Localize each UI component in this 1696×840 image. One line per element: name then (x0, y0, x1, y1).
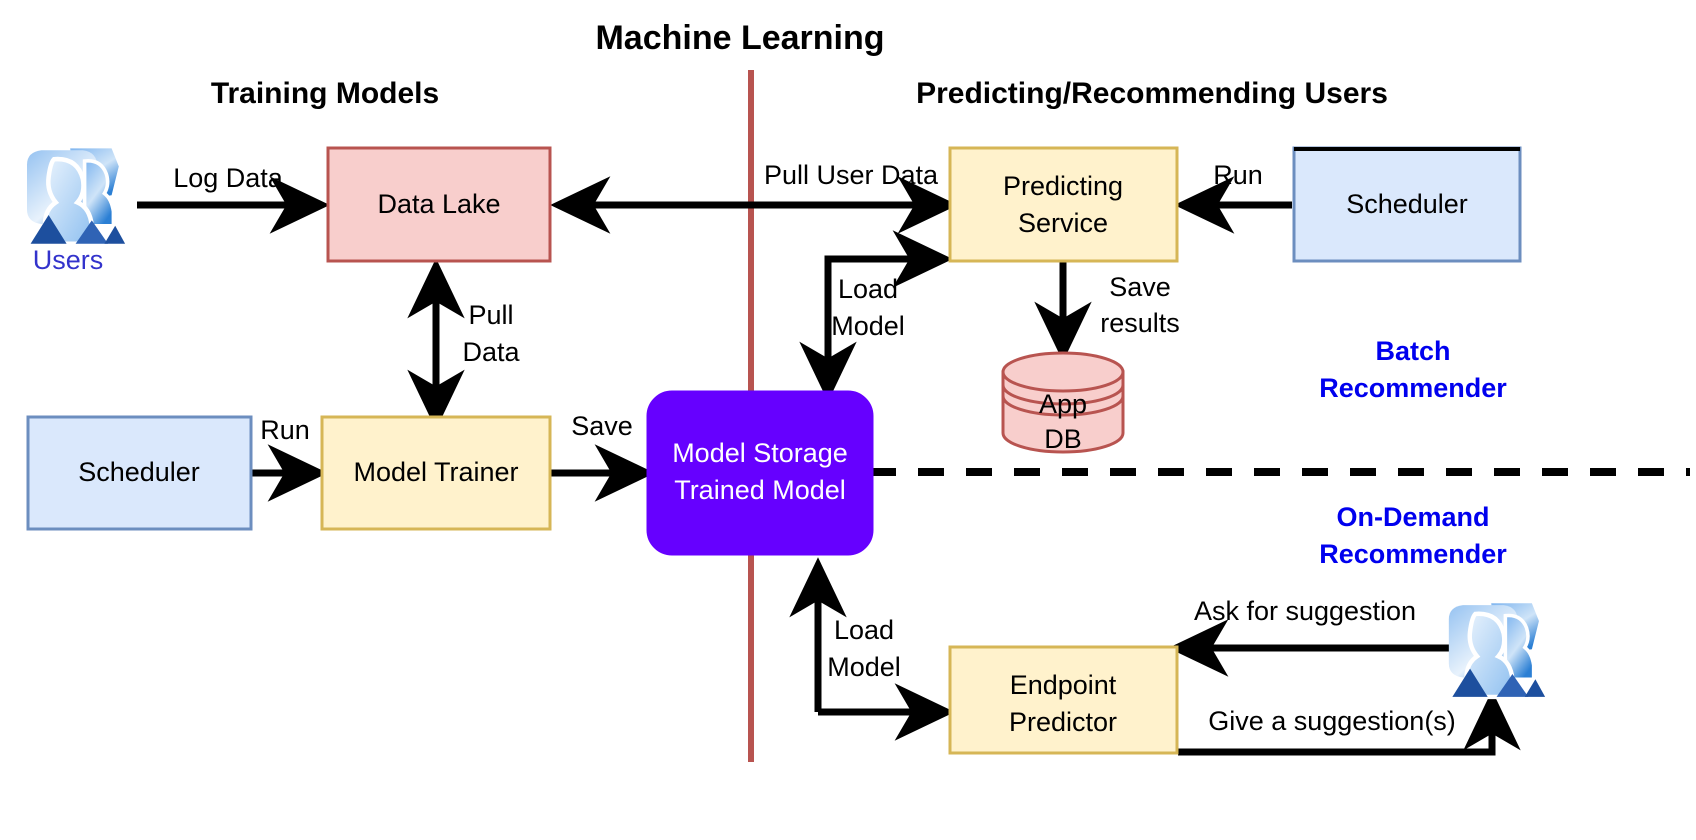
edge-label-ask-for-suggestion: Ask for suggestion (1194, 596, 1416, 626)
edge-label-load-model-top-l2: Model (831, 311, 905, 341)
node-data-lake-label: Data Lake (377, 189, 500, 219)
edge-label-save: Save (571, 411, 633, 441)
note-ondemand-recommender-l2: Recommender (1319, 539, 1507, 569)
node-predicting-service-line2: Service (1018, 208, 1108, 238)
node-scheduler-right[interactable]: Scheduler (1292, 146, 1522, 263)
section-title-training: Training Models (211, 77, 439, 110)
users-icon (27, 148, 125, 243)
note-batch-recommender-l2: Recommender (1319, 373, 1507, 403)
edge-label-log-data: Log Data (173, 163, 284, 193)
node-predicting-service-line1: Predicting (1003, 171, 1123, 201)
note-ondemand-recommender-l1: On-Demand (1336, 502, 1489, 532)
note-batch-recommender-l1: Batch (1375, 336, 1450, 366)
node-app-db-line2: DB (1044, 424, 1082, 454)
users-icon (1449, 603, 1545, 697)
node-scheduler-left[interactable]: Scheduler (26, 415, 253, 531)
edge-label-pull-data-l1: Pull (468, 300, 513, 330)
edge-label-give-suggestion: Give a suggestion(s) (1208, 706, 1456, 736)
node-endpoint-predictor[interactable]: Endpoint Predictor (948, 645, 1179, 755)
edge-label-load-model-bottom-l2: Model (827, 652, 901, 682)
node-predicting-service[interactable]: Predicting Service (948, 146, 1179, 263)
node-model-storage-line1: Model Storage (672, 438, 848, 468)
edge-label-pull-user-data: Pull User Data (764, 160, 939, 190)
section-title-predicting: Predicting/Recommending Users (916, 77, 1388, 110)
page-title: Machine Learning (595, 19, 884, 57)
node-app-db[interactable]: App DB (1001, 351, 1125, 454)
edge-label-load-model-bottom-l1: Load (834, 615, 894, 645)
node-model-trainer[interactable]: Model Trainer (320, 415, 552, 531)
node-scheduler-right-label: Scheduler (1346, 189, 1468, 219)
edge-label-load-model-top-l1: Load (838, 274, 898, 304)
node-model-storage[interactable]: Model Storage Trained Model (646, 390, 874, 556)
edge-give-suggestion (1178, 690, 1521, 756)
node-app-db-line1: App (1039, 389, 1087, 419)
node-scheduler-left-label: Scheduler (78, 457, 200, 487)
edge-label-save-results-l2: results (1100, 308, 1180, 338)
users-icon-right-group[interactable] (1449, 603, 1545, 697)
edge-label-run-left: Run (260, 415, 310, 445)
node-model-storage-line2: Trained Model (674, 475, 846, 505)
users-icon-left-group[interactable]: Users (27, 148, 125, 275)
node-endpoint-predictor-line1: Endpoint (1010, 670, 1117, 700)
node-model-trainer-label: Model Trainer (353, 457, 518, 487)
edge-label-run-right: Run (1213, 160, 1263, 190)
edge-label-save-results-l1: Save (1109, 272, 1171, 302)
users-left-label: Users (33, 245, 104, 275)
node-endpoint-predictor-line2: Predictor (1009, 707, 1117, 737)
edge-label-pull-data-l2: Data (462, 337, 520, 367)
node-data-lake[interactable]: Data Lake (326, 146, 552, 263)
